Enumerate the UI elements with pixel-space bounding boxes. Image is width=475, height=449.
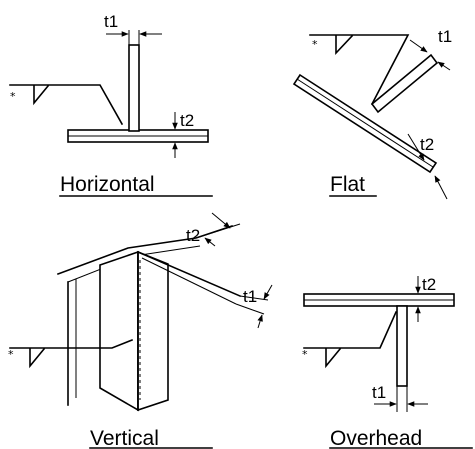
overhead-t2-label: t2 [422, 275, 436, 294]
flat-t1-arrow [409, 39, 428, 53]
flat-web-plate [370, 53, 439, 114]
horizontal-web-plate [128, 44, 140, 132]
overhead-t1-label: t1 [372, 383, 386, 402]
horizontal-weld-star: * [10, 90, 16, 103]
horizontal-weld-symbol [33, 84, 50, 106]
vertical-t1-arrow [263, 284, 273, 300]
vertical-t1-label: t1 [243, 287, 257, 306]
overhead-web-plate [396, 305, 408, 387]
overhead-caption: Overhead [330, 427, 422, 449]
vertical-t2-arrow [211, 212, 231, 229]
vertical-front-plate [137, 250, 169, 412]
overhead-weld-leader [303, 310, 398, 349]
overhead-diagram: t2 t1 * Overhead [302, 275, 473, 449]
flat-t2-arrow [407, 133, 425, 161]
vertical-weld-star: * [8, 348, 14, 361]
vertical-weld-symbol [29, 347, 46, 369]
horizontal-weld-leader [9, 84, 124, 126]
horizontal-t1-label: t1 [104, 12, 118, 31]
vertical-t2-label: t2 [186, 226, 200, 245]
flat-weld-symbol [335, 34, 354, 56]
overhead-weld-symbol [325, 347, 342, 369]
vertical-cross-plate [136, 250, 242, 298]
horizontal-diagram: t1 t2 * Horizontal [9, 12, 213, 197]
flat-t2-label: t2 [420, 135, 434, 154]
vertical-caption: Vertical [90, 427, 159, 449]
horizontal-caption: Horizontal [60, 173, 155, 196]
flat-weld-leader [309, 34, 410, 106]
flat-t1-label: t1 [438, 27, 452, 46]
horizontal-t2-label: t2 [180, 111, 194, 130]
vertical-diagram: t2 t1 * Vertical [8, 212, 273, 449]
vertical-back-plate [99, 250, 139, 412]
overhead-weld-star: * [302, 348, 308, 361]
flat-caption: Flat [330, 173, 365, 196]
flat-weld-star: * [312, 38, 318, 51]
flat-diagram: t1 t2 * Flat [292, 27, 452, 200]
